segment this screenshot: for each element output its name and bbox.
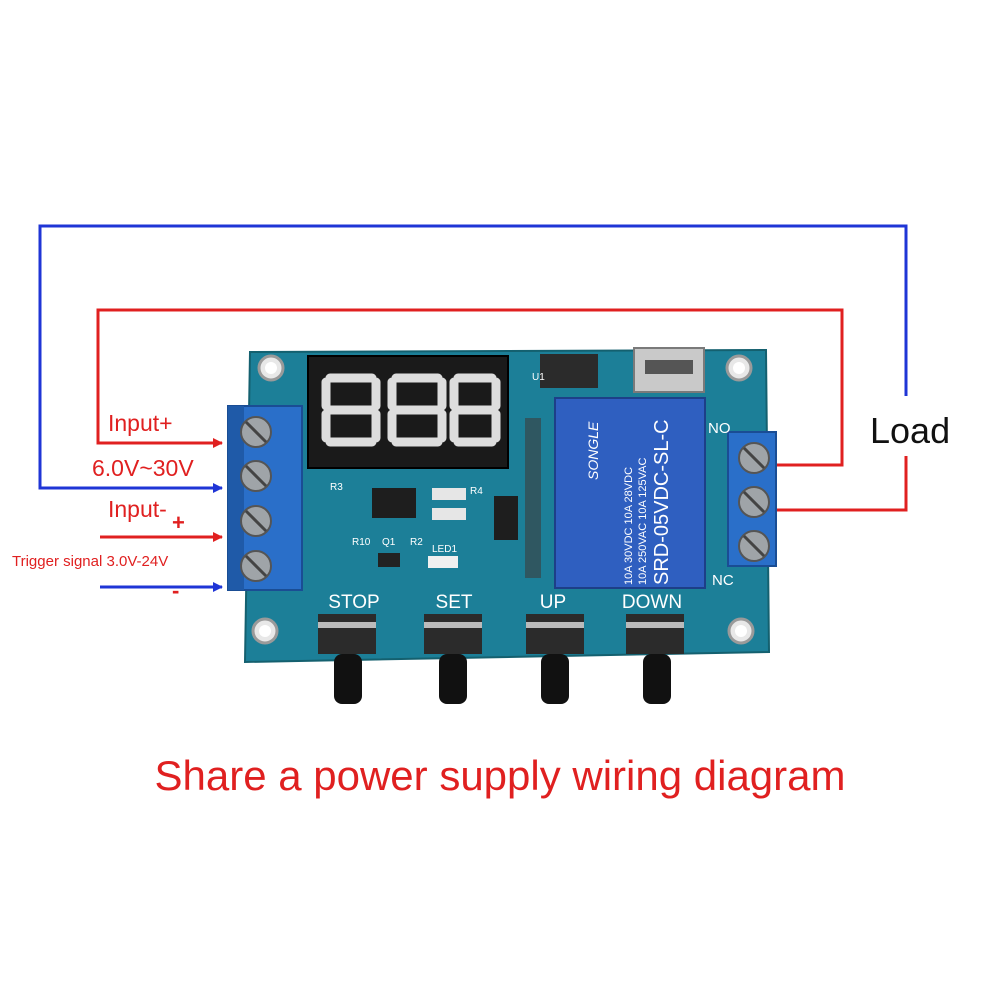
relay: SRD-05VDC-SL-C 10A 250VAC 10A 125VAC 10A… [554, 397, 706, 589]
blue-outer-wire [38, 224, 908, 493]
up-label: UP [540, 592, 566, 613]
trigger-plus-label: + [172, 510, 185, 535]
up-button[interactable] [526, 614, 584, 704]
wires [38, 224, 908, 592]
input-terminal-block [227, 405, 303, 591]
no-terminal-label: NO [708, 420, 731, 437]
voltage-regulator-chip [540, 354, 598, 388]
display-digits [321, 373, 501, 447]
silk-led1: LED1 [432, 544, 457, 555]
red-load-wire [758, 456, 908, 512]
red-inner-wire [96, 308, 844, 467]
stop-button[interactable] [318, 614, 376, 704]
silk-r2: R2 [410, 537, 423, 548]
relay-terminal-block: NO NC [708, 420, 777, 589]
input-plus-label: Input+ [108, 410, 173, 436]
silk-q1: Q1 [382, 537, 396, 548]
relay-rating-1: 10A 250VAC 10A 125VAC [637, 458, 649, 585]
seven-segment-display [307, 355, 509, 469]
set-label: SET [436, 592, 473, 613]
down-button[interactable] [626, 614, 684, 704]
trigger-minus-label: - [172, 578, 180, 603]
down-label: DOWN [622, 592, 682, 613]
silk-r4: R4 [470, 486, 483, 497]
silk-u1: U1 [532, 372, 545, 383]
smd-components [372, 418, 541, 578]
silk-r3: R3 [330, 482, 343, 493]
diagram-title: Share a power supply wiring diagram [154, 752, 846, 799]
relay-module-board: SRD-05VDC-SL-C 10A 250VAC 10A 125VAC 10A… [227, 347, 777, 704]
input-minus-label: Input- [108, 496, 167, 522]
stop-label: STOP [328, 592, 379, 613]
set-button[interactable] [424, 614, 482, 704]
silk-r10: R10 [352, 537, 371, 548]
relay-rating-2: 10A 30VDC 10A 28VDC [623, 467, 635, 585]
nc-terminal-label: NC [712, 572, 734, 589]
relay-model: SRD-05VDC-SL-C [651, 419, 673, 585]
relay-brand: SONGLE [585, 421, 601, 480]
trigger-signal-label: Trigger signal 3.0V-24V [12, 553, 169, 570]
input-voltage-label: 6.0V~30V [92, 455, 194, 481]
load-label: Load [870, 410, 951, 451]
